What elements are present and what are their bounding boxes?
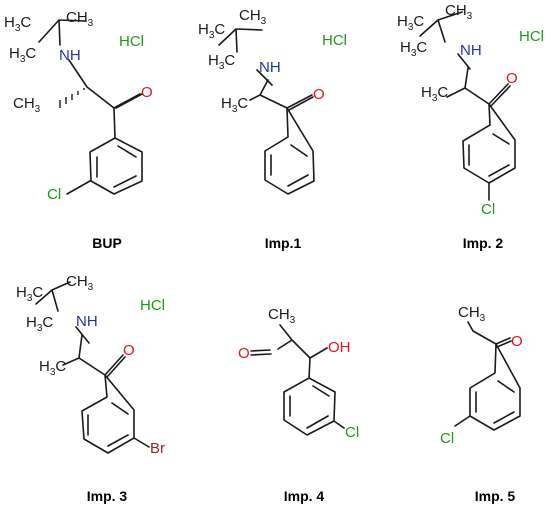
imp2-bonds	[419, 11, 516, 201]
structure-imp1: H3C CH3 H3C NH HCl H3C O Imp.1	[198, 7, 347, 251]
imp2-methyl-alpha: H	[421, 84, 432, 101]
svg-text:H3C: H3C	[4, 14, 31, 34]
structure-imp4: CH3 O OH Cl Imp. 4	[238, 306, 359, 504]
imp1-methyl-top-left: H	[198, 21, 209, 38]
svg-text:CH3: CH3	[458, 304, 486, 324]
structure-bup: H3C CH3 H3C NH HCl CH3 O Cl BUP	[4, 9, 153, 251]
imp2-methyl-left: H	[400, 39, 411, 56]
bup-amine-label: NH	[59, 47, 81, 64]
imp4-hydroxyl-label: OH	[328, 339, 351, 356]
bup-methyl-alpha: CH	[13, 95, 35, 112]
bup-oxygen-label: O	[141, 84, 153, 101]
caption-imp5: Imp. 5	[475, 488, 516, 504]
caption-imp2: Imp. 2	[463, 235, 504, 251]
svg-text:H3C: H3C	[397, 13, 424, 33]
bup-methyl-left: H	[9, 45, 20, 62]
imp2-methyl-top: CH	[445, 2, 467, 19]
imp2-chloro-label: Cl	[481, 201, 495, 218]
imp3-salt-label: HCl	[140, 297, 165, 314]
svg-text:H3C: H3C	[39, 358, 66, 378]
svg-text:H3C: H3C	[198, 21, 225, 41]
imp1-methyl-top: CH	[239, 7, 261, 24]
svg-text:H3C: H3C	[400, 39, 427, 59]
imp3-amine-label: NH	[76, 313, 98, 330]
imp1-oxygen-label: O	[313, 86, 325, 103]
svg-text:H3C: H3C	[208, 52, 235, 72]
bup-bonds	[38, 19, 143, 195]
imp2-salt-label: HCl	[519, 28, 544, 45]
structure-imp3: H3C CH3 H3C NH HCl H3C O Br Imp. 3	[16, 273, 165, 504]
caption-imp3: Imp. 3	[87, 488, 128, 504]
imp3-methyl-top-left: H	[16, 284, 27, 301]
imp3-bonds	[35, 281, 150, 454]
imp2-amine-label: NH	[460, 42, 482, 59]
bup-chloro-label: Cl	[47, 186, 61, 203]
svg-text:H3C: H3C	[26, 314, 53, 334]
caption-imp4: Imp. 4	[284, 488, 325, 504]
imp1-bonds	[218, 28, 315, 195]
imp4-oxygen-label: O	[238, 345, 250, 362]
imp4-methyl: CH	[268, 306, 290, 323]
svg-text:H3C: H3C	[16, 284, 43, 304]
imp3-methyl-top: CH	[66, 273, 88, 290]
imp5-chloro-label: Cl	[440, 430, 454, 447]
imp2-methyl-top-left: H	[397, 13, 408, 30]
imp3-oxygen-label: O	[123, 342, 135, 359]
imp1-amine-label: NH	[259, 59, 281, 76]
imp3-methyl-alpha: H	[39, 358, 50, 375]
svg-text:H3C: H3C	[9, 45, 36, 65]
imp1-methyl-left: H	[208, 52, 219, 69]
svg-text:CH3: CH3	[268, 306, 296, 326]
bup-salt-label: HCl	[119, 33, 144, 50]
imp4-bonds	[250, 324, 345, 436]
imp5-methyl: CH	[458, 304, 480, 321]
bup-stereo-hash	[59, 88, 85, 108]
bup-methyl-top-left: H	[4, 14, 15, 31]
svg-text:H3C: H3C	[221, 95, 248, 115]
imp1-methyl-left-low: H	[221, 95, 232, 112]
structure-imp2: H3C CH3 H3C NH HCl H3C O Cl Imp. 2	[397, 2, 544, 251]
imp3-bromo-label: Br	[150, 440, 165, 457]
svg-text:CH3: CH3	[239, 7, 267, 27]
imp1-salt-label: HCl	[322, 32, 347, 49]
imp4-chloro-label: Cl	[345, 424, 359, 441]
caption-bup: BUP	[92, 235, 122, 251]
structure-imp5: CH3 O Cl Imp. 5	[440, 304, 523, 504]
imp3-methyl-left: H	[26, 314, 37, 331]
svg-text:H3C: H3C	[421, 84, 448, 104]
svg-text:CH3: CH3	[13, 95, 41, 115]
imp5-oxygen-label: O	[511, 333, 523, 350]
svg-text:CH3: CH3	[445, 2, 473, 22]
bup-methyl-top: CH	[66, 9, 88, 26]
svg-text:CH3: CH3	[66, 273, 94, 293]
imp5-bonds	[454, 321, 521, 431]
caption-imp1: Imp.1	[265, 235, 302, 251]
svg-text:CH3: CH3	[66, 9, 94, 29]
imp2-oxygen-label: O	[506, 70, 518, 87]
